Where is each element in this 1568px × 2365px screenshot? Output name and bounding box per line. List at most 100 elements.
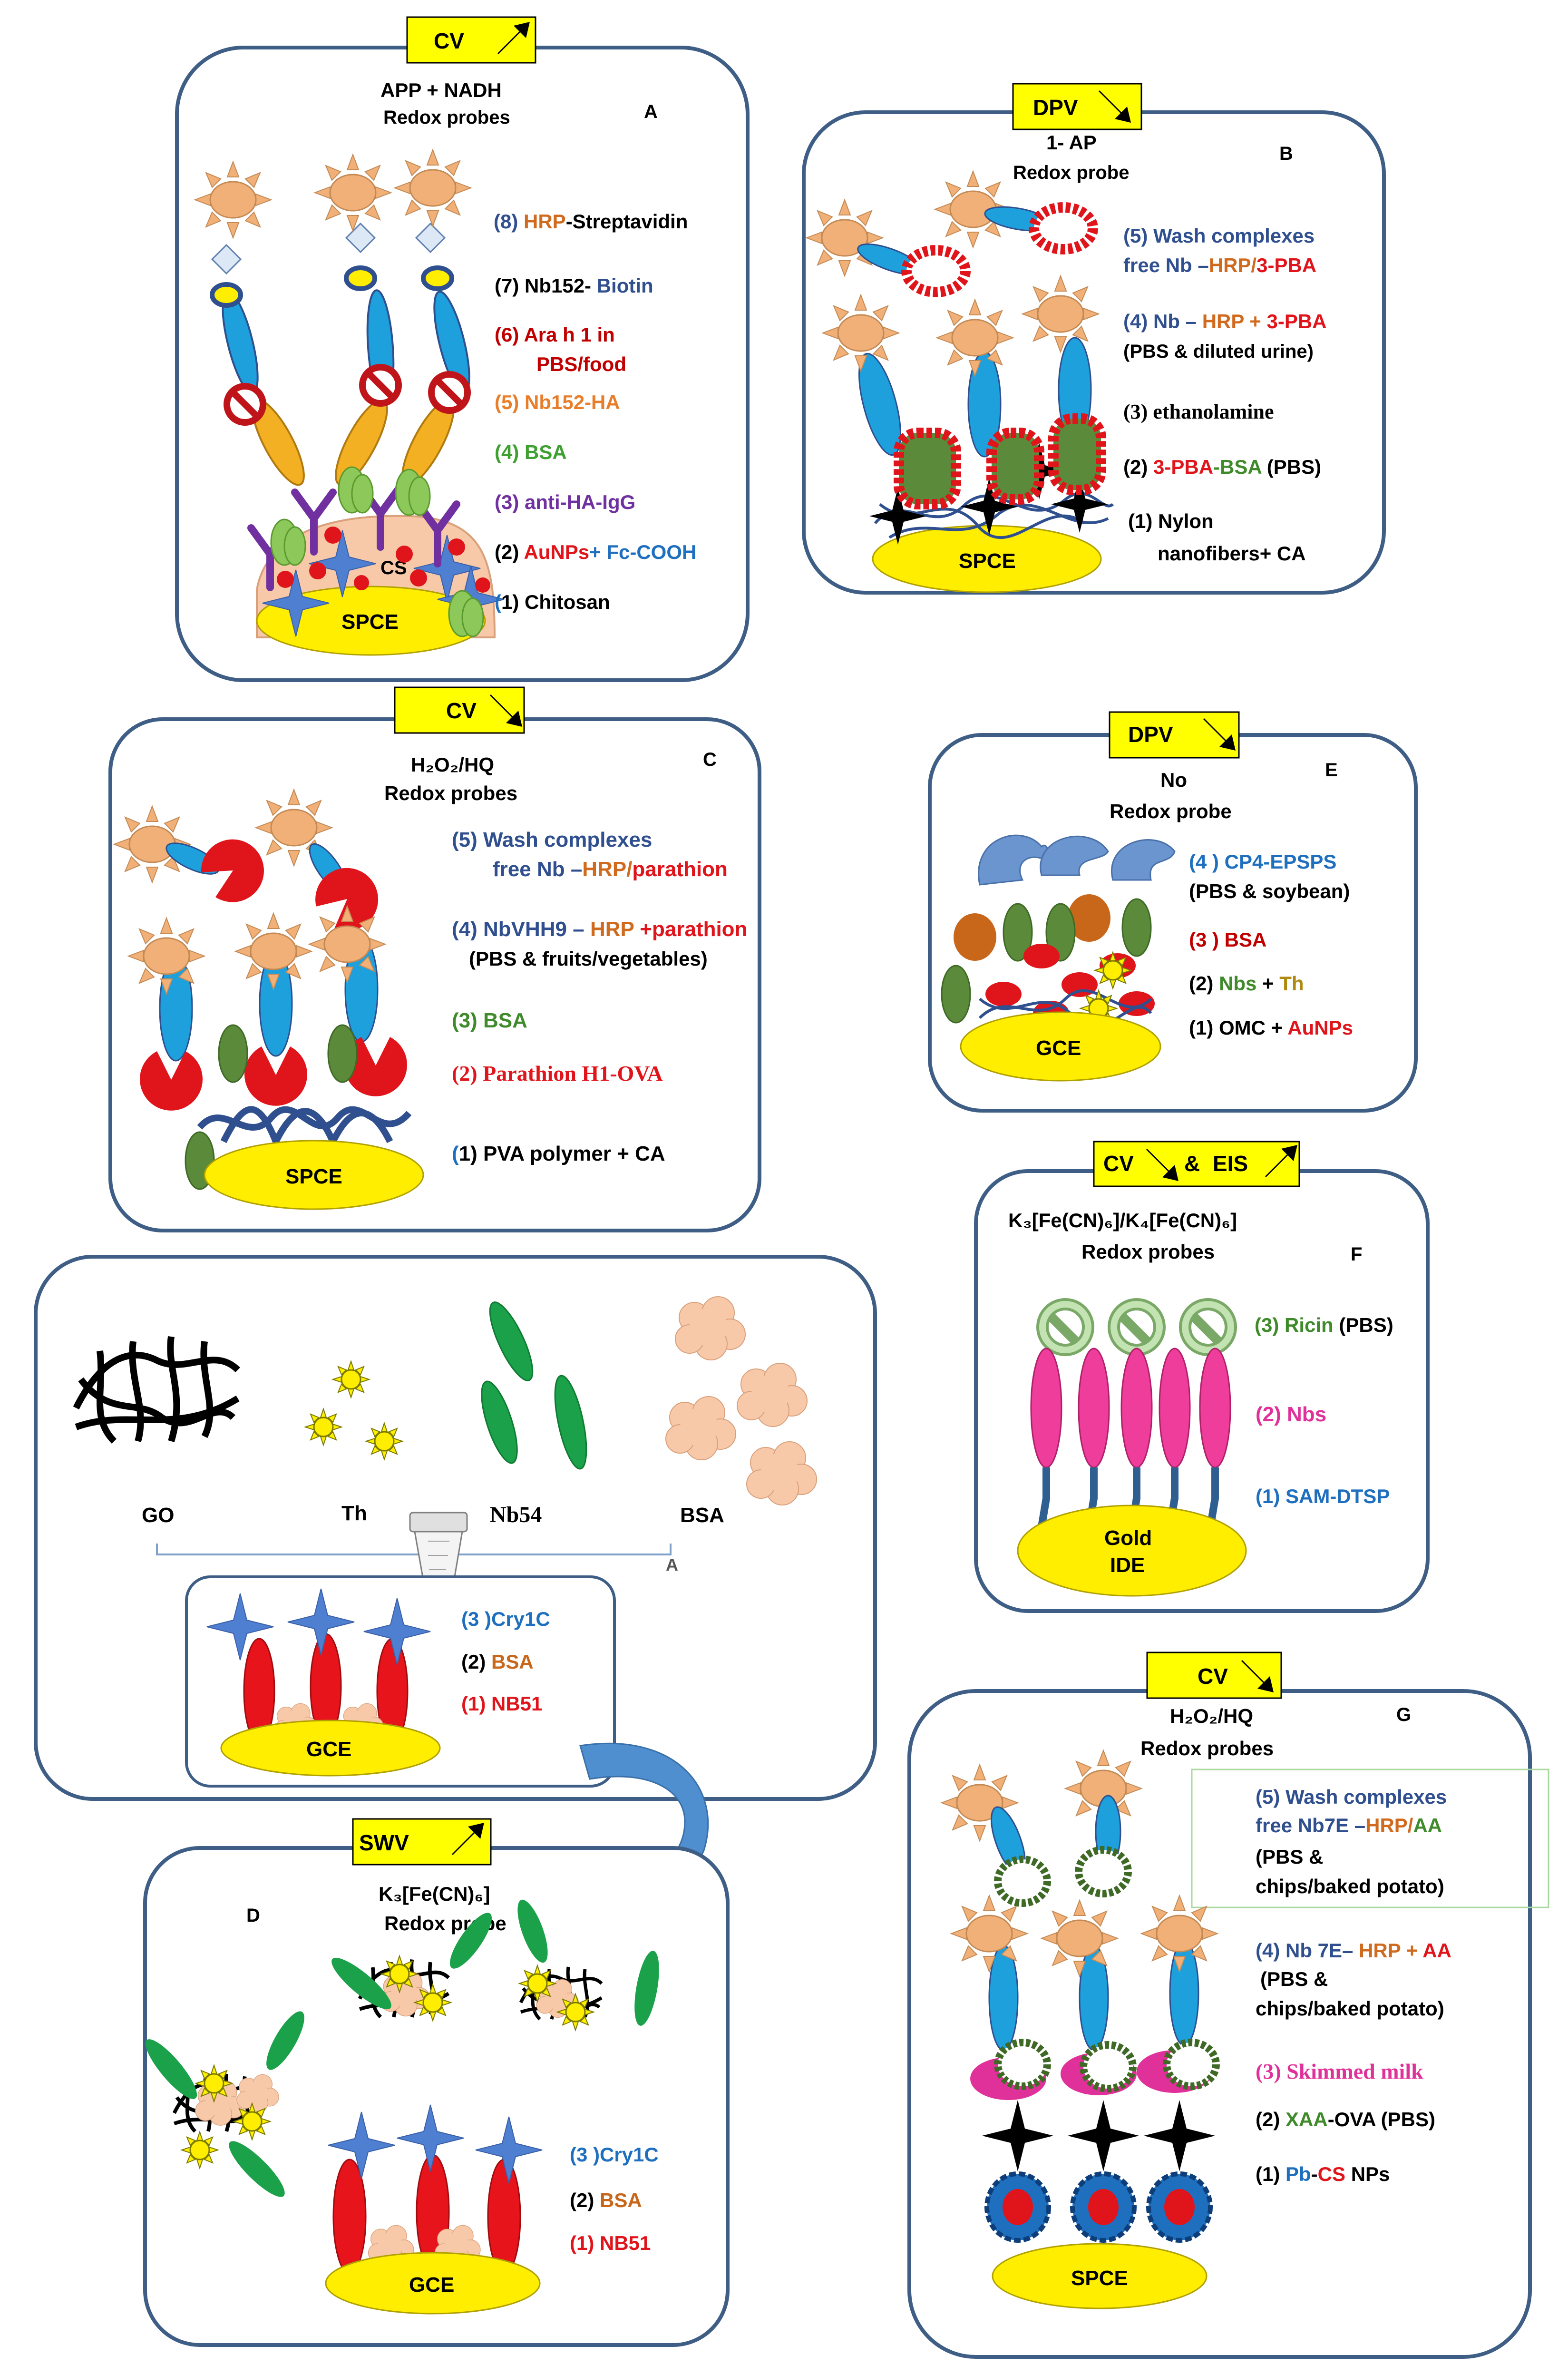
nb-icon (1121, 898, 1152, 957)
probe-line-2: Redox probes (1140, 1737, 1274, 1759)
legend-d-prep-step-2: (2) BSA (461, 1651, 534, 1673)
legend-a-step-1: (1) Chitosan (495, 591, 610, 613)
legend-c-step-4: (4) NbVHH9 – HRP +parathion (452, 918, 747, 941)
pva-polymer (197, 1106, 412, 1150)
legend-c-step-5b: free Nb –HRP/parathion (493, 858, 728, 881)
3-pba-bsa-icon (894, 413, 1106, 509)
nb-icon (941, 965, 971, 1024)
electrode-label: Gold (1104, 1526, 1152, 1550)
legend-c-step-3: (3) BSA (452, 1009, 527, 1032)
assembly-drawing: Gold IDE (1017, 1300, 1247, 1597)
probe-line-1: H₂O₂/HQ (411, 753, 494, 776)
hrp-enzyme-icon (308, 905, 386, 983)
assembly-drawing: SPCE (806, 170, 1114, 593)
technique-badge (1146, 1652, 1282, 1699)
panel-c: CV H₂O₂/HQ Redox probes C (108, 686, 761, 1232)
probe-line-1: No (1160, 769, 1187, 791)
legend-d-prep-step-1: (1) NB51 (461, 1692, 542, 1715)
legend-b-step-1: (1) Nylon (1128, 510, 1214, 532)
thionine-icon (1094, 951, 1132, 989)
hrp-enzyme-icon (822, 294, 900, 372)
electrode-spce (204, 1140, 424, 1210)
ricin-icon (1180, 1300, 1236, 1355)
pb-cs-nanoparticles (984, 2171, 1213, 2243)
panel-letter: D (246, 1905, 260, 1926)
technique-connector: & (1184, 1151, 1200, 1176)
panel-letter: A (644, 101, 658, 122)
probe-line-1: 1- AP (1046, 131, 1097, 154)
probe-line-1: K₃[Fe(CN)₆] (379, 1883, 490, 1905)
legend-b-step-3: (3) ethanolamine (1123, 400, 1274, 423)
3-pba-icon (1034, 207, 1093, 249)
legend-d-step-1: (1) NB51 (570, 2232, 651, 2254)
ara-h1-antigen-icon (227, 386, 263, 422)
legend-a-step-2: (2) AuNPs+ Fc-COOH (495, 541, 696, 563)
legend-b-step-5: (5) Wash complexes (1123, 225, 1315, 247)
panel-b: DPV 1- AP Redox probe B SPCE (802, 83, 1386, 595)
hrp-enzyme-icon (234, 912, 312, 990)
electrode-label: GCE (306, 1738, 351, 1761)
legend-d-prep-step-3: (3 )Cry1C (461, 1608, 550, 1630)
legend-b-step-5b: free Nb –HRP/3-PBA (1123, 254, 1316, 276)
legend-c-step-1: (1) PVA polymer + CA (452, 1142, 665, 1165)
legend-e-step-4b: (PBS & soybean) (1189, 880, 1350, 902)
legend-e-step-3: (3 ) BSA (1189, 928, 1266, 951)
panel-d-prep: GO Th Nb54 BSA A GCE (34, 1255, 877, 1801)
legend-e-step-2: (2) Nbs + Th (1189, 972, 1304, 995)
bsa-blob-icon (327, 1024, 358, 1083)
technique-badge (394, 686, 525, 734)
panel-letter: E (1325, 760, 1338, 781)
legend-b-step-2: (2) 3-PBA-BSA (PBS) (1123, 456, 1321, 478)
electrode-spce (992, 2243, 1208, 2309)
ara-h1-antigen-icon (362, 367, 399, 403)
probe-line-1: K₃[Fe(CN)₆]/K₄[Fe(CN)₆] (1008, 1209, 1237, 1231)
assembly-drawing: SPCE CS (194, 149, 505, 656)
hrp-enzyme-icon (1022, 275, 1100, 353)
go-th-nb54-bsa-cluster (145, 2011, 304, 2197)
legend-a-step-7: (7) Nb152- Biotin (495, 274, 653, 297)
go-label: GO (142, 1504, 174, 1527)
go-th-nb54-bsa-cluster (517, 1899, 659, 2031)
technique-label: DPV (1033, 95, 1078, 120)
thionine-icon (365, 1422, 403, 1460)
ricin-icon (1038, 1300, 1093, 1355)
legend-g-step-2: (2) XAA-OVA (PBS) (1256, 2108, 1435, 2130)
biotin-heads (210, 265, 454, 308)
technique-badge (1093, 1141, 1300, 1187)
assembly-drawing: GCE (206, 1588, 441, 1777)
nanobody-nb54-icon (481, 1301, 587, 1470)
hrp-enzyme-icon (127, 917, 205, 995)
legend-a: (8) HRP-Streptavidin (7) Nb152- Biotin (… (494, 210, 696, 613)
legend-f-step-2: (2) Nbs (1256, 1403, 1326, 1426)
probe-line-2: Redox probes (1081, 1241, 1215, 1263)
legend-g-step-4b: (PBS & (1260, 1968, 1328, 1990)
legend-d-prep: (3 )Cry1C (2) BSA (1) NB51 (461, 1608, 550, 1715)
wash-note-box (1191, 1769, 1549, 1908)
legend-a-step-5: (5) Nb152-HA (495, 391, 620, 413)
panel-a: CV APP + NADH Redox probes A (175, 16, 750, 682)
hrp-enzyme-icon (1140, 1895, 1218, 1973)
assembly-drawing: GCE (941, 834, 1176, 1082)
legend-g-step-5b: free Nb7E –HRP/AA (1256, 1814, 1442, 1837)
probe-line-1: H₂O₂/HQ (1170, 1705, 1253, 1727)
legend-d: (3 )Cry1C (2) BSA (1) NB51 (570, 2143, 659, 2254)
legend-e-step-1: (1) OMC + AuNPs (1189, 1016, 1353, 1039)
technique-label: DPV (1128, 722, 1173, 747)
legend-f: (3) Ricin (PBS) (2) Nbs (1) SAM-DTSP (1255, 1314, 1393, 1507)
electrode-label: SPCE (341, 610, 399, 634)
legend-d-step-3: (3 )Cry1C (570, 2143, 659, 2166)
legend-g-step-4c: chips/baked potato) (1256, 1997, 1444, 2020)
technique-label: CV (1198, 1664, 1228, 1689)
electrode-gce (220, 1720, 441, 1777)
panel-d: SWV K₃[Fe(CN)₆] Redox probe D (143, 1818, 730, 2347)
hrp-enzyme-icon (806, 199, 884, 277)
bsa-blob-icon (218, 1024, 248, 1083)
probe-line-1: APP + NADH (380, 79, 502, 101)
legend-f-step-3: (3) Ricin (PBS) (1255, 1314, 1393, 1336)
legend-d-step-2: (2) BSA (570, 2189, 642, 2211)
legend-b-step-4: (4) Nb – HRP + 3-PBA (1123, 310, 1327, 332)
assembly-drawing: SPCE (941, 1749, 1218, 2309)
hrp-enzyme-icon (936, 299, 1014, 377)
